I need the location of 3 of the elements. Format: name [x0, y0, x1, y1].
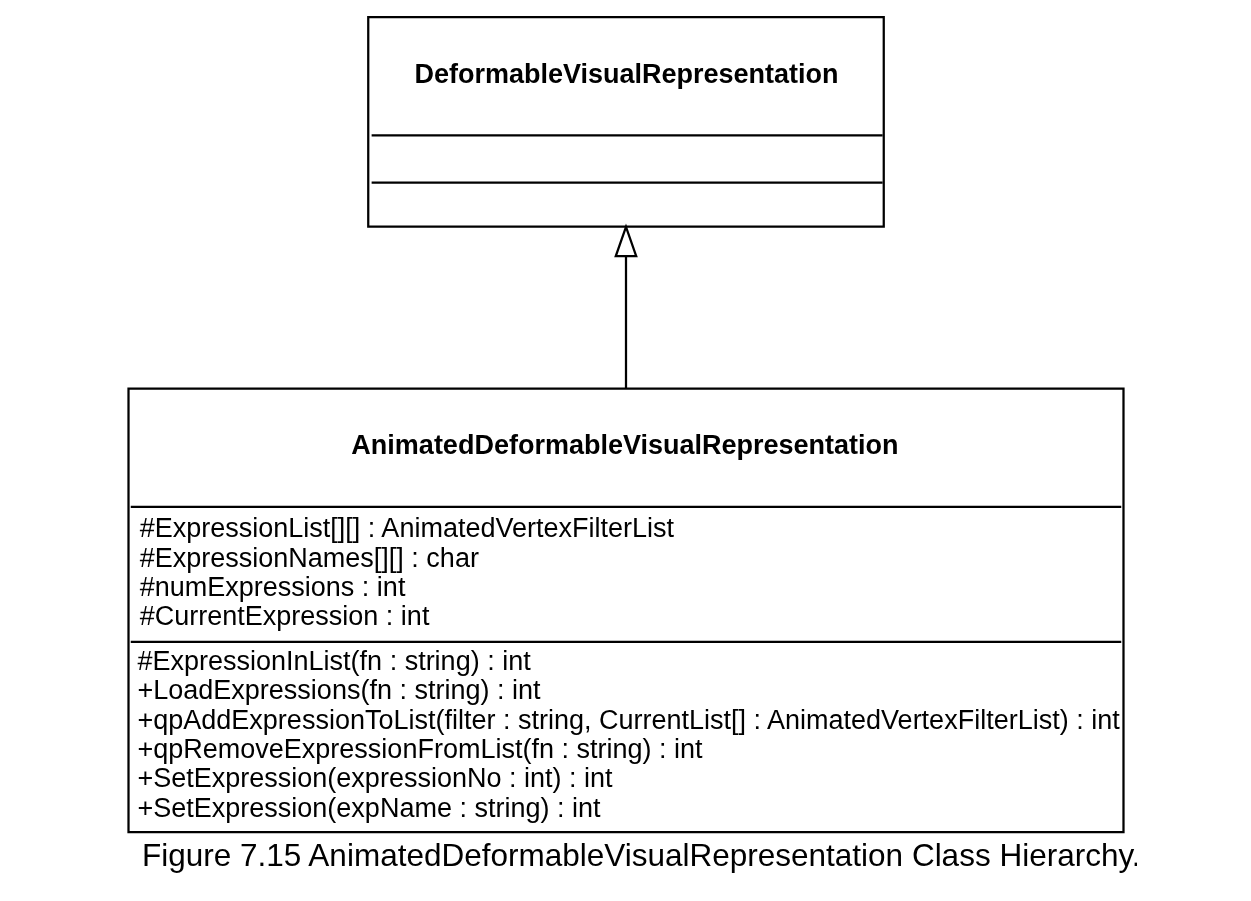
caption: Figure 7.15 AnimatedDeformableVisualRepresentation Class Hierarchy.	[141, 837, 1141, 874]
node-box: AnimatedDeformableVisualRepresentation #ExpressionList[][] : AnimatedVertexFilterList #ExpressionNames[][] : char #numExpressions : int #CurrentExpression : int #ExpressionInList(fn : string) : int +LoadExpressions(fn : string) : int +qpAddExpressionToList(filter : string, CurrentList[] : AnimatedVertexFilterList) : int +qpRemoveExpressionFromList(fn : string) : int +SetExpression(expressionNo : int) : int +SetExpression(expName : string) : int	[126, 387, 1125, 834]
arrow	[613, 223, 638, 389]
